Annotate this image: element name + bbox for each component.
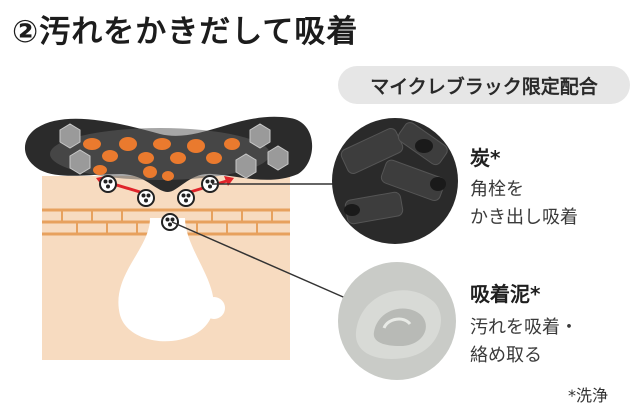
- charcoal-desc-line1: 角栓を: [470, 176, 524, 204]
- clay-label: 吸着泥*: [470, 278, 540, 307]
- charcoal-label: 炭*: [470, 142, 500, 171]
- charcoal-desc-line2: かき出し吸着: [470, 204, 578, 232]
- charcoal-photo-icon: [332, 118, 458, 244]
- clay-desc-line2: 絡め取る: [470, 342, 542, 370]
- clay-photo-icon: [338, 262, 456, 380]
- clay-desc-line1: 汚れを吸着・: [470, 314, 578, 342]
- footnote: *洗浄: [568, 382, 608, 406]
